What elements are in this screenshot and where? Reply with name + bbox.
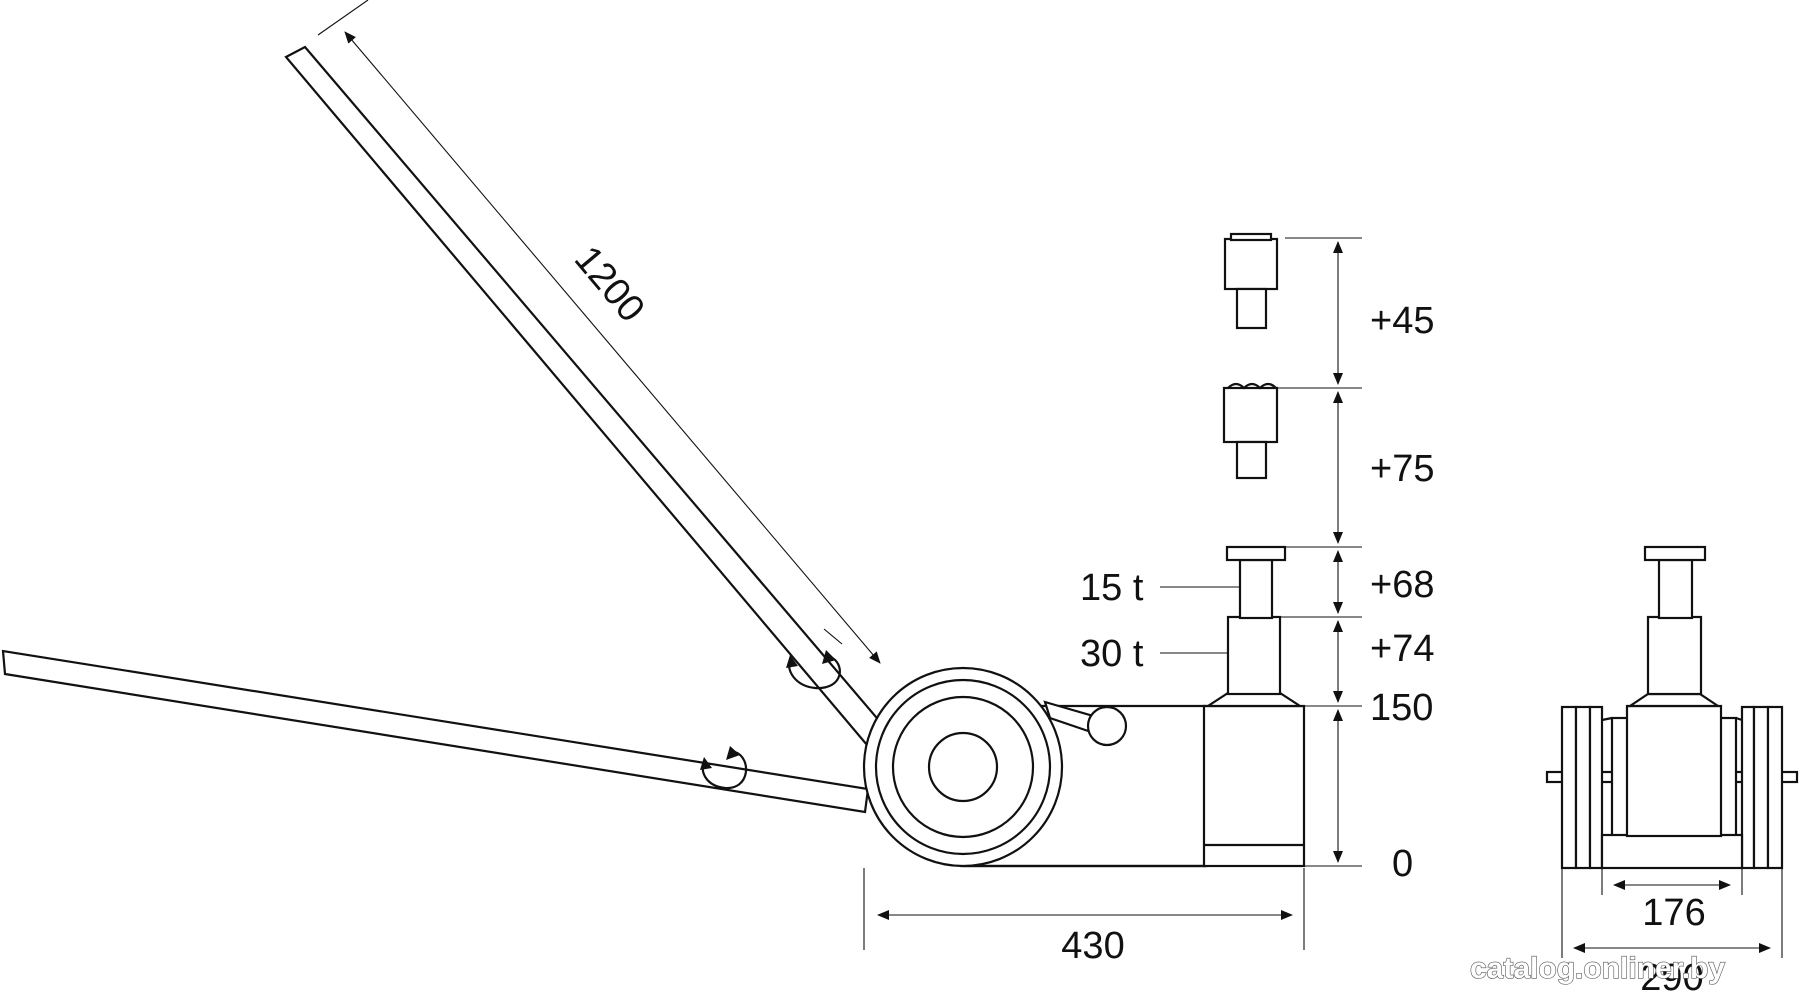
cylinder-main [1202,704,1306,868]
dim-inner-width: 176 [1601,868,1743,934]
dim-150-text: 150 [1370,687,1433,729]
watermark-text: catalog.onliner.by [1470,952,1725,985]
release-knob [1043,700,1128,747]
dim-68-text: +68 [1370,564,1434,606]
upper-handle [284,45,884,747]
dim-1200-text: 1200 [566,238,653,330]
dim-75-text: +75 [1370,448,1434,490]
rotation-arrow-lower-icon [700,746,748,790]
front-stage-15t [1657,558,1694,620]
front-base [1600,833,1744,870]
dim-base-length: 430 [863,868,1305,967]
dim-heights: +45 +75 +68 +74 150 0 [1277,237,1434,885]
stage-30t [1226,615,1282,696]
front-wheel-left [1560,705,1604,870]
label-15t: 15 t [1080,567,1144,609]
front-stage-30t [1646,615,1703,696]
front-wheel-right [1740,705,1784,870]
lower-handle [1,649,870,814]
dim-290-text: 290 [1640,957,1703,999]
dim-handle-length: 1200 [317,0,881,664]
dim-176-text: 176 [1642,892,1705,934]
front-saddle [1643,545,1707,562]
front-view: 176 290 [1545,545,1799,999]
side-view: 15 t 30 t 1200 430 [1,0,1434,967]
saddle-top [1225,545,1287,562]
extension-piece-75 [1222,382,1279,480]
dim-430-text: 430 [1061,925,1124,967]
dim-74-text: +74 [1370,628,1434,670]
front-cylinder [1625,704,1723,838]
extension-piece-45 [1223,232,1279,330]
dim-45-text: +45 [1370,300,1434,342]
dim-outer-width: 290 [1561,868,1783,999]
wheel [862,666,1064,868]
stage-15t [1238,558,1274,620]
dim-0-text: 0 [1392,843,1413,885]
label-30t: 30 t [1080,633,1144,675]
